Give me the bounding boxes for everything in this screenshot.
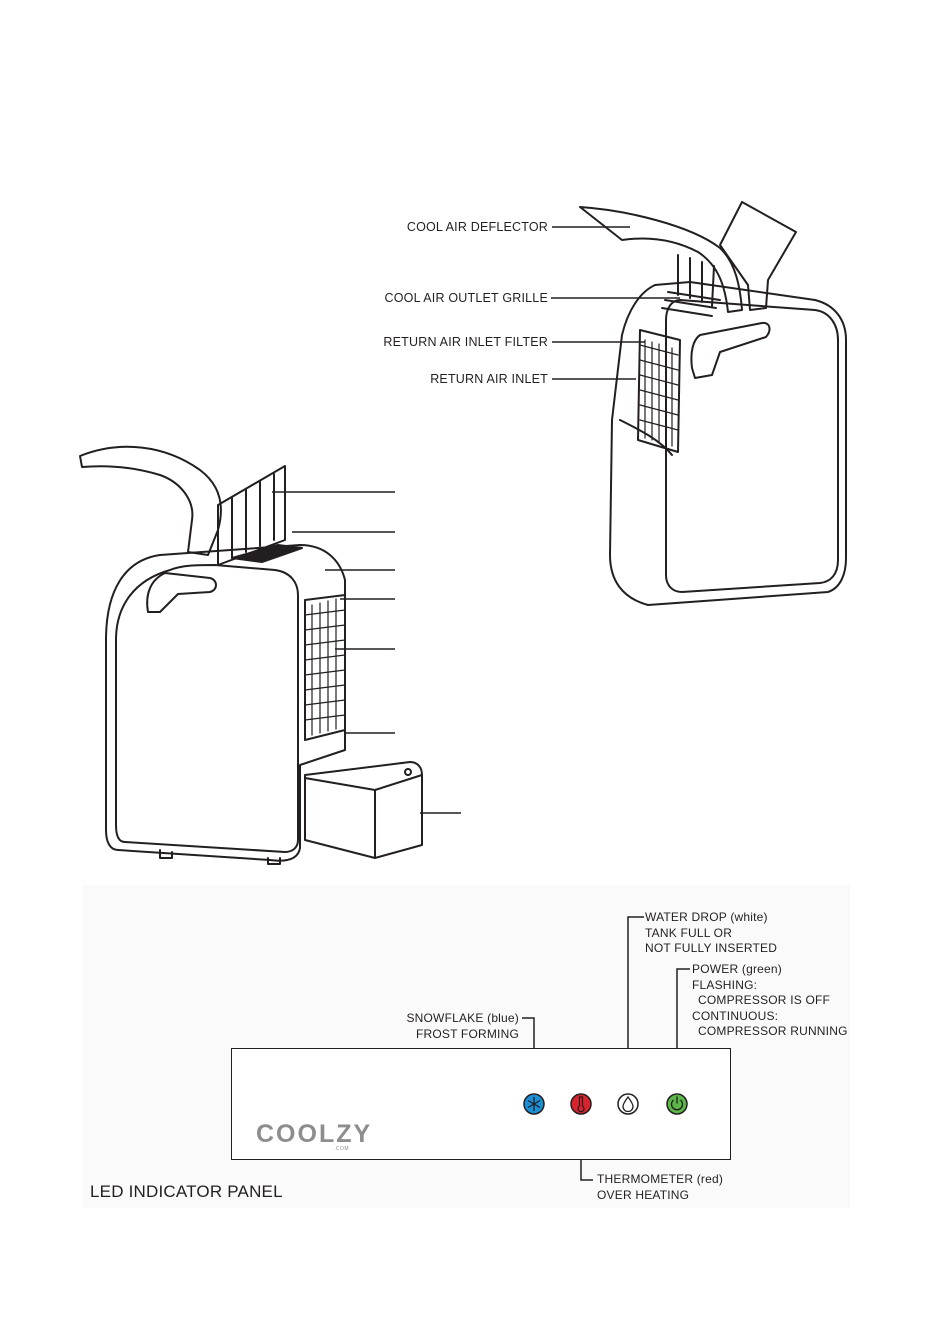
- led-panel-title: LED INDICATOR PANEL: [90, 1182, 283, 1201]
- water-drop-line-1: WATER DROP (white): [645, 910, 768, 924]
- power-line-1: POWER (green): [692, 962, 782, 976]
- power-line-4: CONTINUOUS:: [692, 1008, 779, 1023]
- front-side-grille: [304, 594, 346, 741]
- snowflake-line-2: FROST FORMING: [415, 1026, 519, 1041]
- rear-filter: [637, 329, 681, 453]
- brand-logo-sub: .COM: [334, 1146, 350, 1152]
- label-cool-air-outlet-grille: COOL AIR OUTLET GRILLE: [384, 291, 548, 305]
- thermometer-icon: [570, 1093, 592, 1115]
- power-line-3: COMPRESSOR IS OFF: [698, 993, 831, 1007]
- thermometer-line-2: OVER HEATING: [597, 1187, 690, 1202]
- water-drop-icon: [617, 1093, 639, 1115]
- rear-body-outline: [609, 281, 847, 606]
- snowflake-line-1: SNOWFLAKE (blue): [406, 1011, 519, 1025]
- power-icon: [666, 1093, 688, 1115]
- snowflake-legend: SNOWFLAKE (blue) FROST FORMING: [406, 1011, 519, 1042]
- led-indicator-panel: [231, 1048, 731, 1160]
- front-handle: [146, 572, 217, 613]
- power-legend: POWER (green) FLASHING: COMPRESSOR IS OF…: [692, 962, 848, 1040]
- power-line-5: COMPRESSOR RUNNING: [698, 1024, 848, 1038]
- snowflake-icon: [523, 1093, 545, 1115]
- water-drop-legend: WATER DROP (white) TANK FULL OR NOT FULL…: [645, 910, 777, 957]
- front-view-unit: [79, 445, 423, 865]
- thermometer-line-1: THERMOMETER (red): [597, 1172, 724, 1186]
- label-cool-air-deflector: COOL AIR DEFLECTOR: [406, 220, 548, 234]
- brand-logo: COOLZY: [256, 1120, 373, 1148]
- front-deflector-right: [217, 465, 286, 566]
- label-return-air-inlet: RETURN AIR INLET: [430, 372, 548, 386]
- front-deflector-left: [79, 445, 222, 556]
- thermometer-legend: THERMOMETER (red) OVER HEATING: [597, 1172, 723, 1203]
- rear-handle: [690, 321, 771, 379]
- front-top-grille: [231, 544, 303, 563]
- water-drop-line-3: NOT FULLY INSERTED: [645, 941, 778, 955]
- water-tank: [304, 761, 423, 859]
- power-line-2: FLASHING:: [692, 977, 758, 992]
- label-return-air-inlet-filter: RETURN AIR INLET FILTER: [383, 335, 548, 349]
- rear-deflector-left: [579, 206, 743, 313]
- water-drop-line-2: TANK FULL OR: [645, 925, 733, 940]
- front-body-outline: [105, 544, 346, 862]
- rear-view-unit: [579, 201, 847, 606]
